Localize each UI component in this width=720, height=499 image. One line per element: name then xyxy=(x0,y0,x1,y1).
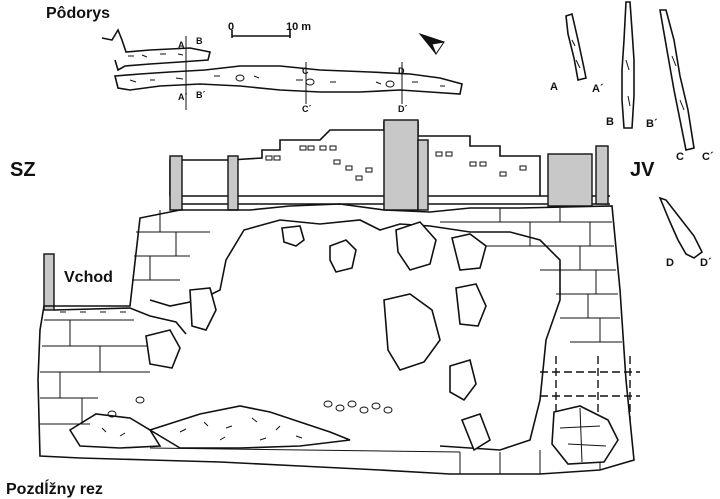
plan-marker-d2: D´ xyxy=(398,104,408,114)
cross-section-c: C C´ xyxy=(659,9,714,163)
cross-section-b: B B´ xyxy=(606,1,658,130)
pillar-2 xyxy=(227,155,239,211)
longitudinal-section xyxy=(37,119,640,475)
scale-bar: 0 10 m xyxy=(228,21,311,38)
pillar-4 xyxy=(417,139,429,211)
right-brickwork xyxy=(440,208,622,343)
cross-label-c: C xyxy=(676,151,684,163)
cross-label-a: A xyxy=(550,81,558,93)
pillar-6 xyxy=(595,145,609,205)
label-entrance: Vchod xyxy=(64,269,113,286)
plan-marker-b: B xyxy=(196,36,203,46)
plan-marker-d: D xyxy=(398,66,405,76)
pebbles xyxy=(107,396,393,418)
scale-start-label: 0 xyxy=(228,21,234,33)
dashed-brickwork xyxy=(540,356,640,420)
plan-view: A A´ B B´ C C´ D D´ xyxy=(101,28,463,114)
cross-label-b: B xyxy=(606,116,614,128)
cross-section-d: D D´ xyxy=(658,196,712,269)
left-brickwork xyxy=(40,210,210,425)
pillar-1 xyxy=(169,155,183,211)
pillar-3 xyxy=(383,119,419,211)
plan-marker-a2: A´ xyxy=(178,92,188,102)
section-title: Pozdĺžny rez xyxy=(6,478,103,498)
cross-label-b2: B´ xyxy=(646,118,658,130)
cross-label-a2: A´ xyxy=(592,83,604,95)
label-northwest: SZ xyxy=(10,159,36,181)
cross-label-d: D xyxy=(666,257,674,269)
cross-label-d2: D´ xyxy=(700,257,712,269)
surface-windows xyxy=(265,145,527,181)
plan-marker-b2: B´ xyxy=(196,90,206,100)
plan-marker-a: A xyxy=(178,40,185,50)
scale-end-label: 10 m xyxy=(286,21,311,33)
plan-marker-c: C xyxy=(302,66,309,76)
plan-marker-c2: C´ xyxy=(302,104,312,114)
cross-section-a: A A´ xyxy=(550,12,604,95)
plan-title: Pôdorys xyxy=(46,5,110,22)
north-arrow-icon xyxy=(418,32,446,56)
pillar-entrance xyxy=(43,253,55,311)
cross-label-c2: C´ xyxy=(702,151,714,163)
label-southeast: JV xyxy=(630,159,655,181)
pillar-5 xyxy=(547,153,593,207)
